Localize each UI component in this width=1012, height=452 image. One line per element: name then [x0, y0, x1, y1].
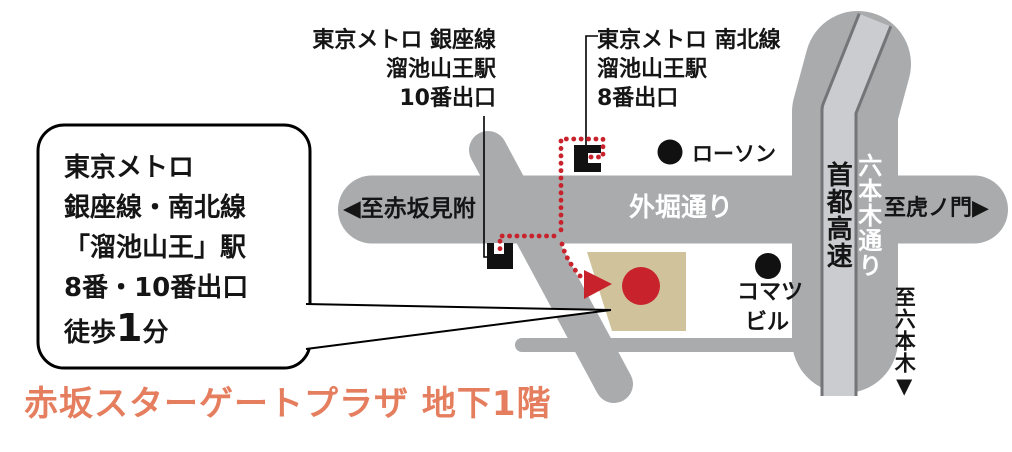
speech-bubble-tail-top-edge — [305, 303, 612, 311]
bubble-walk-suffix: 分 — [142, 318, 169, 348]
label-ginza-exit-line2: 溜池山王駅 — [385, 57, 496, 82]
bubble-text: 東京メトロ 銀座線・南北線 「溜池山王」駅 8番・10番出口 徒歩1分 — [64, 148, 248, 353]
label-namboku-exit-line3: 8番出口 — [597, 86, 679, 111]
route-arrow-icon — [584, 270, 612, 299]
lawson-dot-icon — [657, 139, 683, 165]
direction-akasaka-mitsuke: ◀至赤坂見附 — [343, 196, 476, 222]
exit-8-marker-icon — [574, 145, 601, 172]
speech-bubble-tail-bottom-edge — [305, 309, 612, 350]
road-label-roppongi-dori: 六本木通り — [853, 153, 882, 278]
route-dotted-exit10-branch — [497, 233, 557, 254]
destination-dot — [622, 267, 660, 305]
label-ginza-exit-line1: 東京メトロ 銀座線 — [312, 28, 496, 53]
route-dotted-main — [558, 136, 606, 240]
road-diagonal — [469, 131, 633, 403]
landmark-lawson: ローソン — [692, 142, 776, 166]
bubble-walk-number: 1 — [116, 306, 143, 350]
komatsu-dot-icon — [755, 253, 781, 279]
speech-bubble — [36, 123, 312, 370]
route-dotted-to-entrance — [559, 241, 584, 280]
label-namboku-exit-line2: 溜池山王駅 — [597, 57, 708, 82]
label-namboku-exit-line1: 東京メトロ 南北線 — [597, 28, 781, 53]
leader-line-exit8 — [585, 35, 598, 146]
expressway-shuto — [823, 14, 890, 396]
landmark-komatsu-line2: ビル — [744, 310, 789, 335]
label-ginza-exit: 東京メトロ 銀座線 溜池山王駅 10番出口 — [312, 26, 496, 113]
landmark-komatsu: コマツ ビル — [737, 278, 804, 338]
bubble-walk-line: 徒歩1分 — [64, 308, 248, 353]
bubble-line4: 8番・10番出口 — [64, 273, 249, 303]
landmark-komatsu-line1: コマツ — [737, 280, 804, 305]
bubble-line2: 銀座線・南北線 — [64, 193, 247, 223]
bubble-walk-prefix: 徒歩 — [64, 318, 117, 348]
road-label-shuto-expressway: 首都高速 — [822, 161, 853, 269]
label-ginza-exit-line3: 10番出口 — [399, 86, 496, 111]
map-title: 赤坂スターゲートプラザ 地下1階 — [24, 384, 552, 424]
bubble-line3: 「溜池山王」駅 — [64, 233, 247, 263]
road-label-sotobori: 外堀通り — [628, 193, 733, 223]
label-namboku-exit: 東京メトロ 南北線 溜池山王駅 8番出口 — [597, 26, 781, 113]
bubble-line1: 東京メトロ — [64, 153, 195, 183]
direction-roppongi: 至六本木▼ — [892, 286, 917, 399]
direction-toranomon: 至虎ノ門▶ — [884, 196, 989, 221]
leader-line-exit10 — [483, 116, 488, 258]
speech-bubble-tail — [306, 304, 611, 349]
